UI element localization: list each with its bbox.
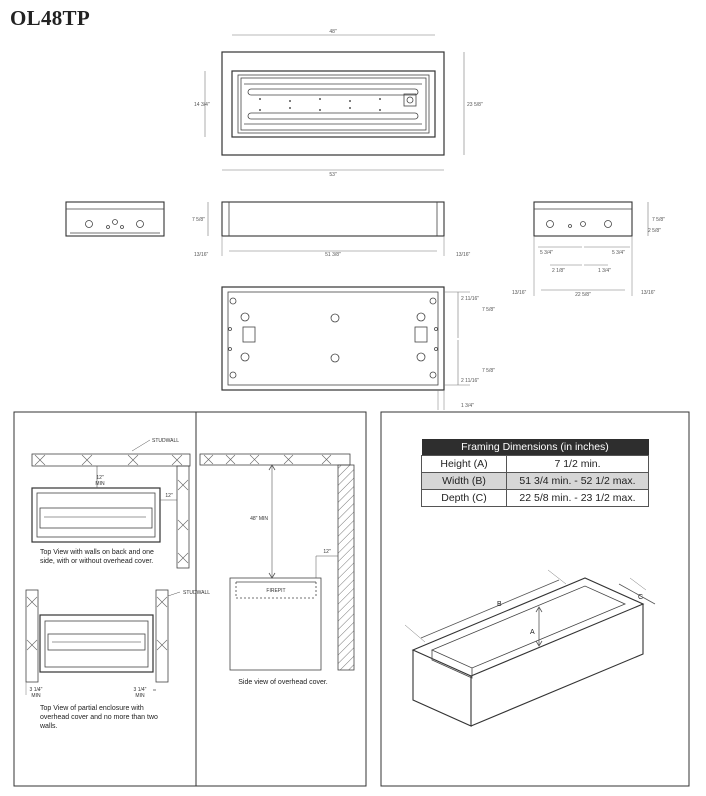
dim-top-width: 48" [329, 29, 337, 35]
framing-panel [380, 411, 690, 787]
overhead-12-label: 12" [323, 549, 331, 555]
dim-inner-height: 14 3/4" [194, 102, 210, 108]
dim-side-inner: 2 5/8" [648, 228, 661, 234]
overhead-48-label: 48" MIN [250, 516, 268, 522]
dim-bottom-c: 7 5/8" [482, 368, 495, 374]
dim-side-right: 13/16" [641, 290, 656, 296]
dim-front-depth: 7 5/8" [192, 217, 205, 223]
dim-bottom-e: 1 3/4" [461, 403, 474, 409]
clearance-left-min: MIN [31, 693, 41, 699]
page-title: OL48TP [10, 6, 90, 30]
dim-bottom-a: 2 11/16" [461, 296, 479, 302]
framing-label-c: C [638, 594, 643, 601]
clearance-side-12: 12" [165, 493, 173, 499]
clearance-right-3: 3 1/4" [134, 687, 147, 693]
framing-row-key: Width (B) [421, 472, 507, 490]
studwall-label-top: STUDWALL [152, 438, 179, 444]
framing-row-value: 51 3/4 min. - 52 1/2 max. [506, 472, 649, 490]
table-row: Width (B) 51 3/4 min. - 52 1/2 max. [421, 472, 649, 490]
table-row: Height (A) 7 1/2 min. [421, 455, 649, 473]
dim-outer-height: 23 5/8" [467, 102, 483, 108]
top-view [204, 34, 465, 171]
clearance-panel [13, 411, 367, 787]
dim-right-offset: 13/16" [456, 252, 471, 258]
framing-row-key: Depth (C) [421, 489, 507, 507]
studwall-label-side: STUDWALL [183, 590, 210, 596]
dim-outer-width: 53" [329, 172, 337, 178]
dim-side-d: 1 3/4" [598, 268, 611, 274]
dim-side-b: 5 3/4" [612, 250, 625, 256]
dim-side-left: 13/16" [512, 290, 527, 296]
framing-row-value: 22 5/8 min. - 23 1/2 max. [506, 489, 649, 507]
dim-side-a: 5 3/4" [540, 250, 553, 256]
firepit-label: FIREPIT [266, 588, 285, 594]
clearance-back-min: MIN [95, 481, 105, 487]
left-end-view [65, 201, 165, 237]
dim-left-offset: 13/16" [194, 252, 209, 258]
caption-partial-view: Top View of partial enclosure with overh… [40, 705, 158, 730]
framing-dimensions-table: Framing Dimensions (in inches) Height (A… [421, 439, 649, 507]
caption-top-view: Top View with walls on back and one side… [40, 549, 154, 565]
dim-side-width: 22 5/8" [575, 292, 591, 298]
dim-bottom-b: 7 5/8" [482, 307, 495, 313]
dim-bottom-d: 2 11/16" [461, 378, 479, 384]
dim-front-width: 51 3/8" [325, 252, 341, 258]
framing-row-value: 7 1/2 min. [506, 455, 649, 473]
framing-label-b: B [497, 601, 502, 608]
clearance-left-3: 3 1/4" [30, 687, 43, 693]
bottom-view [221, 286, 470, 410]
dim-side-c: 2 1/8" [552, 268, 565, 274]
clearance-back-12: 12" [96, 475, 104, 481]
table-row: Depth (C) 22 5/8 min. - 23 1/2 max. [421, 489, 649, 507]
dim-side-depth: 7 5/8" [652, 217, 665, 223]
front-view [207, 201, 445, 256]
right-end-view [533, 201, 649, 296]
clearance-right-min: MIN [135, 693, 145, 699]
framing-table-title: Framing Dimensions (in inches) [421, 439, 649, 456]
framing-row-key: Height (A) [421, 455, 507, 473]
caption-side-view: Side view of overhead cover. [238, 679, 328, 686]
framing-label-a: A [530, 629, 535, 636]
